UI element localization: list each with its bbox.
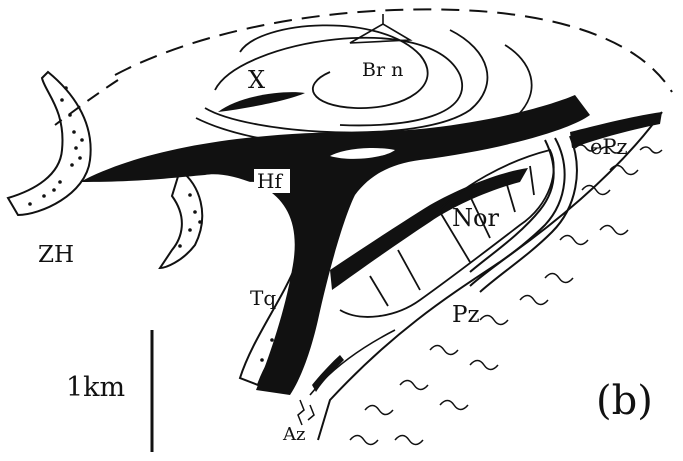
label-tq: Tq: [250, 286, 276, 310]
label-x: X: [248, 66, 265, 94]
label-hf: Hf: [257, 169, 283, 193]
panel-label: (b): [596, 378, 653, 424]
az-black-lens: [312, 355, 344, 392]
label-zh: ZH: [38, 242, 74, 268]
pz-lower-contact: [310, 330, 395, 395]
az-marks: [298, 400, 314, 425]
label-pz: Pz: [452, 302, 480, 328]
label-nor: Nor: [452, 204, 499, 232]
lens-body: [218, 92, 305, 112]
black-intrusive-body: [80, 95, 590, 395]
left-stippled-belt: [8, 72, 91, 215]
label-epz: ePz: [590, 135, 628, 159]
scale-bar-label: 1km: [66, 372, 125, 403]
middle-stippled-belt: [160, 170, 202, 268]
label-brn: Br n: [362, 59, 403, 81]
label-az: Az: [282, 424, 305, 445]
